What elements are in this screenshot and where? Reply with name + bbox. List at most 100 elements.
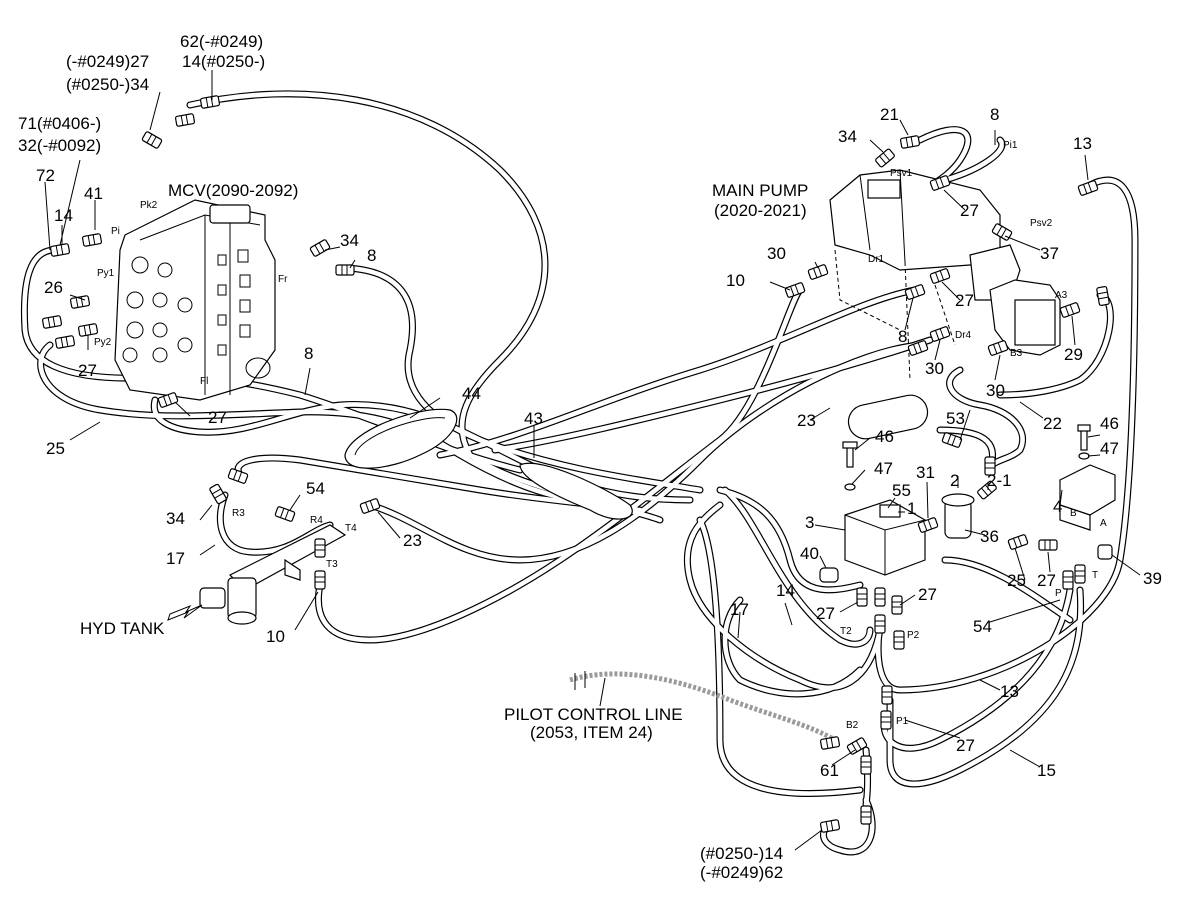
callout-25-left: 25 bbox=[46, 439, 65, 458]
callout-14-right: 14 bbox=[776, 581, 795, 600]
callout-27-mcv: 27 bbox=[208, 408, 227, 427]
callout-17-right: 17 bbox=[730, 600, 749, 619]
callout-17-left: 17 bbox=[166, 549, 185, 568]
callout-27-t2: 27 bbox=[816, 604, 835, 623]
callout-32: 32(-#0092) bbox=[18, 136, 102, 155]
port-pi-pump: Pi1 bbox=[1003, 140, 1018, 151]
port-dr1: Dr1 bbox=[868, 254, 885, 265]
port-t: T bbox=[1092, 570, 1099, 581]
port-psv2: Psv2 bbox=[1030, 218, 1053, 229]
callout-2-1: 2-1 bbox=[987, 471, 1012, 490]
callout-39: 39 bbox=[1143, 569, 1162, 588]
callout-27-p: 27 bbox=[1037, 571, 1056, 590]
port-fr: Fr bbox=[278, 274, 288, 285]
main-pump bbox=[829, 169, 1061, 440]
port-r4: R4 bbox=[310, 515, 323, 526]
pilot-control-line-label: PILOT CONTROL LINE bbox=[504, 705, 683, 724]
callout-27-dr: 27 bbox=[955, 291, 974, 310]
port-pi-mcv: Pi bbox=[111, 226, 120, 237]
callout-43: 43 bbox=[524, 409, 543, 428]
callout-22: 22 bbox=[1043, 414, 1062, 433]
callout-72: 72 bbox=[36, 166, 55, 185]
callout-36: 36 bbox=[980, 527, 999, 546]
callout-30-left: 30 bbox=[767, 244, 786, 263]
callout-8-mid: 8 bbox=[304, 344, 314, 363]
callout-54-right: 54 bbox=[973, 617, 992, 636]
callout-34-top: (#0250-)34 bbox=[66, 75, 150, 94]
port-py2: Py2 bbox=[94, 337, 112, 348]
callout-4: 4 bbox=[1053, 497, 1063, 516]
pilot-control-line-ref: (2053, ITEM 24) bbox=[530, 723, 653, 742]
callout-27-p1: 27 bbox=[956, 736, 975, 755]
callout-54-left: 54 bbox=[306, 479, 325, 498]
callout-21: 21 bbox=[880, 105, 899, 124]
callout-26: 26 bbox=[44, 278, 63, 297]
callout-27-top: (-#0249)27 bbox=[66, 52, 150, 71]
port-a3: A3 bbox=[1055, 290, 1068, 301]
callout-27-pump: 27 bbox=[960, 201, 979, 220]
callout-62-top: 62(-#0249) bbox=[180, 32, 264, 51]
callout-61: 61 bbox=[820, 761, 839, 780]
port-psv1: Psv1 bbox=[890, 168, 913, 179]
port-b3: B3 bbox=[1010, 348, 1023, 359]
callout-47-left: 47 bbox=[874, 459, 893, 478]
callout-71: 71(#0406-) bbox=[18, 114, 102, 133]
port-t2: T2 bbox=[840, 626, 852, 637]
callout-29: 29 bbox=[1064, 345, 1083, 364]
callout-62-bottom: (-#0249)62 bbox=[700, 863, 784, 882]
callout-41: 41 bbox=[84, 184, 103, 203]
callout-15: 15 bbox=[1037, 761, 1056, 780]
callout-8-pump: 8 bbox=[990, 105, 1000, 124]
hollow-arrow-icon bbox=[167, 604, 203, 621]
valve-block bbox=[819, 464, 1116, 583]
port-p: P bbox=[1055, 588, 1062, 599]
callout-10-right: 10 bbox=[726, 271, 745, 290]
port-fl: Fl bbox=[200, 376, 209, 387]
port-b2: B2 bbox=[846, 720, 859, 731]
callout-2: 2 bbox=[950, 471, 960, 490]
main-pump-title: MAIN PUMP bbox=[712, 181, 809, 200]
port-pk2: Pk2 bbox=[140, 200, 158, 211]
port-r3: R3 bbox=[232, 508, 245, 519]
callout-34-mcv: 34 bbox=[340, 231, 359, 250]
port-a: A bbox=[1100, 518, 1107, 529]
hose-clamps bbox=[344, 408, 633, 520]
callout-46-right: 46 bbox=[1100, 414, 1119, 433]
bolts bbox=[842, 424, 1091, 491]
main-control-valve bbox=[114, 199, 276, 401]
callout-55: 55 bbox=[892, 481, 911, 500]
callout-40: 40 bbox=[800, 544, 819, 563]
callout-27-p2: 27 bbox=[918, 585, 937, 604]
callout-3: 3 bbox=[805, 513, 815, 532]
callout-14-bottom: (#0250-)14 bbox=[700, 844, 784, 863]
callout-31: 31 bbox=[916, 463, 935, 482]
callout-27-left: 27 bbox=[78, 361, 97, 380]
port-p1: P1 bbox=[896, 716, 909, 727]
callout-14-top: 14(#0250-) bbox=[182, 52, 266, 71]
callout-1: 1 bbox=[907, 499, 917, 518]
callout-25-right: 25 bbox=[1007, 571, 1026, 590]
port-b: B bbox=[1070, 508, 1077, 519]
callout-34-pump: 34 bbox=[838, 127, 857, 146]
callout-13-top: 13 bbox=[1073, 134, 1092, 153]
callout-30-mid: 30 bbox=[925, 359, 944, 378]
main-pump-range: (2020-2021) bbox=[714, 201, 807, 220]
callout-23-left: 23 bbox=[403, 531, 422, 550]
hyd-tank-label: HYD TANK bbox=[80, 619, 165, 638]
port-p2: P2 bbox=[907, 630, 920, 641]
port-py1: Py1 bbox=[97, 268, 115, 279]
callout-8-dr: 8 bbox=[898, 327, 908, 346]
port-t3: T3 bbox=[326, 559, 338, 570]
callout-14-left: 14 bbox=[54, 206, 73, 225]
callout-13-bottom: 13 bbox=[1000, 682, 1019, 701]
callout-23-right: 23 bbox=[797, 411, 816, 430]
mcv-title: MCV(2090-2092) bbox=[168, 181, 299, 200]
callout-10-bottom: 10 bbox=[266, 627, 285, 646]
callout-8-mcv: 8 bbox=[367, 246, 377, 265]
leader-lines bbox=[44, 70, 1141, 851]
callout-44: 44 bbox=[462, 384, 481, 403]
callout-37: 37 bbox=[1040, 244, 1059, 263]
callout-53: 53 bbox=[946, 409, 965, 428]
callout-47-right: 47 bbox=[1100, 439, 1119, 458]
